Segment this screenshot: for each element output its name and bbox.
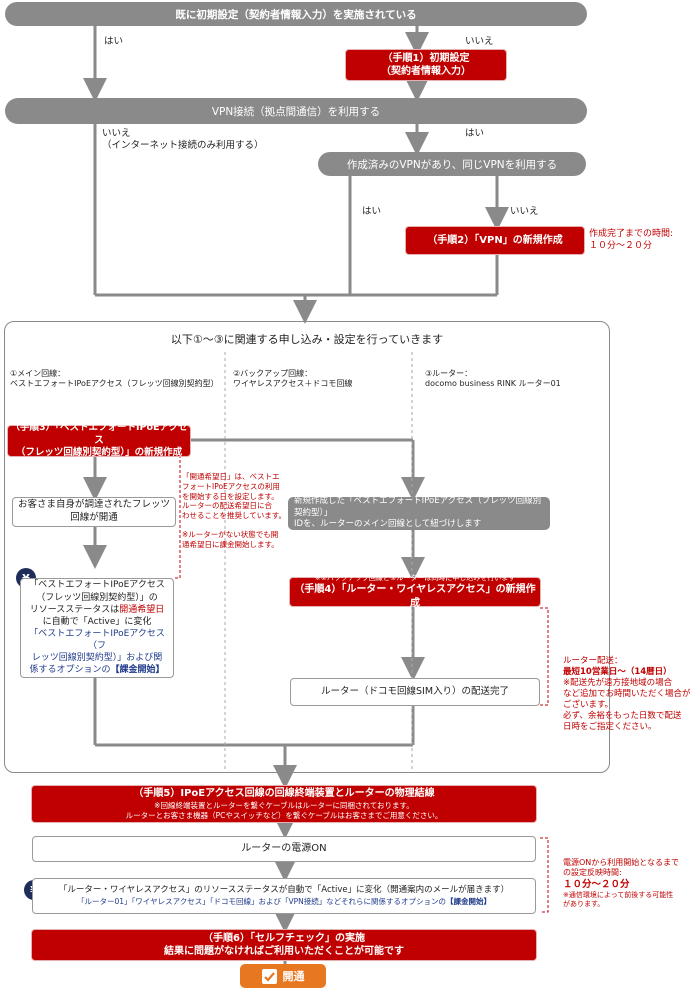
step1-line2: （契約者情報入力）	[381, 66, 471, 77]
question-existing-vpn: 作成済みのVPNがあり、同じVPNを利用する	[318, 152, 586, 176]
delivery-note-line1: ルーター配送：	[563, 656, 623, 666]
router-delivery-text: ルーター（ドコモ回線SIM入り）の配送完了	[320, 685, 510, 697]
step2-text: （手順2）「VPN」の新規作成	[427, 234, 563, 246]
q2-no-label: いいえ （インターネット接続のみ利用する）	[102, 128, 264, 153]
q3-yes-label: はい	[362, 206, 382, 217]
router-delivery-box: ルーター（ドコモ回線SIM入り）の配送完了	[290, 678, 540, 706]
step4-router-wireless-create: ※②バックアップ回線と③ルーターは同時に申し込みを行います （手順4）「ルーター…	[290, 574, 540, 609]
question-vpn-text: VPN接続（拠点間通信）を利用する	[211, 105, 381, 118]
step6-line1: （手順6）「セルフチェック」の実施	[203, 932, 365, 944]
q2-no-line2: （インターネット接続のみ利用する）	[102, 140, 264, 152]
flets-line2: 回線が開通	[70, 512, 118, 523]
step3-note-spacer	[182, 521, 294, 530]
column1-header: ①メイン回線： ベストエフォートIPoEアクセス（フレッツ回線別契約型）	[10, 369, 219, 390]
router-delivery-note: ルーター配送： 最短10営業日～（14暦日） ※配送先が遠方接地域の場合 など追…	[563, 656, 695, 733]
q2-yes-label: はい	[465, 128, 485, 139]
question-initial-setup-text: 既に初期設定（契約者情報入力）を実施されている	[175, 8, 417, 21]
step6-line2: 結果に問題がなければご利用いただくことが可能です	[164, 946, 404, 957]
column2-header-line1: ②バックアップ回線：	[233, 369, 313, 378]
column3-header-line1: ③ルーター：	[425, 369, 473, 378]
active-line2-text: 「ルーター01」「ワイヤレスアクセス」「ドコモ回線」および「VPN接続」などそれ…	[77, 896, 446, 906]
status-line6: レッツ回線別契約型）」および関	[31, 653, 163, 664]
step1-initial-setup: （手順1）初期設定 （契約者情報入力）	[346, 50, 506, 80]
column2-header: ②バックアップ回線： ワイヤレスアクセス＋ドコモ回線	[233, 369, 352, 390]
link-line2: IDを、ルーターのメイン回線として紐づけします	[294, 519, 482, 530]
step2-note-line1: 作成完了までの時間:	[589, 229, 674, 239]
step5-note1: ※回線終端装置とルーターを繋ぐケーブルはルーターに同梱されております。	[154, 800, 414, 810]
column3-header-line2: docomo business RINK ルーター01	[425, 379, 561, 389]
step4-text: （手順4）「ルーター・ワイヤレスアクセス」の新規作成	[294, 584, 536, 609]
step3-note-line5: わせることを推奨しています。	[182, 511, 287, 520]
step3-note-line1: 「開通希望日」は、ベストエ	[182, 472, 280, 481]
step3-note-line3: を開始する日を設定します。	[182, 491, 279, 501]
ipoe-status-box: 「ベストエフォートIPoEアクセス （フレッツ回線別契約型）」の リソースステー…	[20, 578, 174, 678]
step3-line2: （フレッツ回線別契約型）」の新規作成	[15, 447, 183, 459]
step5-physical-connection: （手順5）IPoEアクセス回線の回線終端装置とルーターの物理結線 ※回線終端装置…	[32, 786, 536, 822]
delivery-note-line5: ございます。	[563, 700, 614, 711]
router-power-on-text: ルーターの電源ON	[241, 843, 327, 855]
step1-line1: （手順1）初期設定	[382, 52, 470, 64]
power-note-line1: 電源ONから利用開始となるまで	[563, 858, 680, 867]
checkbox-icon	[261, 968, 277, 984]
power-note-time: １０分～２０分	[563, 878, 630, 890]
activation-complete-text: 開通	[282, 970, 305, 983]
question-existing-vpn-text: 作成済みのVPNがあり、同じVPNを利用する	[346, 158, 558, 171]
step2-note-line2: １０分～２０分	[589, 240, 653, 251]
delivery-note-line6: 必ず、余裕をもった日数で配送	[563, 711, 682, 722]
status-line2: （フレッツ回線別契約型）」の	[36, 592, 158, 603]
step3-ipoe-create: （手順3）「ベストエフォートIPoEアクセス （フレッツ回線別契約型）」の新規作…	[8, 422, 190, 458]
column3-header: ③ルーター： docomo business RINK ルーター01	[425, 369, 561, 390]
step3-open-date-note: 「開通希望日」は、ベストエ フォートIPoEアクセスの利用 を開始する日を設定し…	[182, 472, 294, 549]
q1-no-label: いいえ	[465, 36, 494, 47]
column1-header-line2: ベストエフォートIPoEアクセス（フレッツ回線別契約型）	[10, 379, 219, 389]
step3-note-line2: フォートIPoEアクセスの利用	[182, 481, 280, 491]
step6-self-check: （手順6）「セルフチェック」の実施 結果に問題がなければご利用いただくことが可能…	[32, 930, 536, 960]
q3-no-label: いいえ	[510, 206, 539, 217]
delivery-note-line4: など追加でお時間いただく場合が	[563, 689, 691, 700]
link-line1: 新規作成した「ベストエフォートIPoEアクセス（フレッツ回線別契約型）」	[294, 496, 542, 518]
flets-line1: お客さま自身が調達されたフレッツ	[17, 499, 170, 511]
delivery-note-line7: 日時をご指定ください。	[563, 722, 657, 733]
panel-title: 以下①～③に関連する申し込み・設定を行っていきます	[170, 333, 444, 346]
status-open-date: 開通希望日	[119, 604, 165, 615]
status-line5: 「ベストエフォートIPoEアクセス（フ	[29, 629, 165, 652]
delivery-note-line3: ※配送先が遠方接地域の場合	[563, 678, 673, 689]
active-billing-start: 【課金開始】	[445, 896, 491, 906]
active-line2: 「ルーター01」「ワイヤレスアクセス」「ドコモ回線」および「VPN接続」などそれ…	[77, 897, 491, 907]
power-note-line4: ※通信環境によって前後する可能性	[563, 891, 674, 900]
q1-yes-label: はい	[104, 36, 124, 47]
status-line3-text: リソースステータスは	[29, 604, 120, 615]
column2-header-line2: ワイヤレスアクセス＋ドコモ回線	[233, 379, 353, 389]
delivery-note-line2: 最短10営業日～（14暦日）	[563, 667, 672, 678]
active-line1: 「ルーター・ワイヤレスアクセス」のリソースステータスが自動で「Active」に変…	[58, 885, 510, 896]
status-line7: 係するオプションの【課金開始】	[29, 664, 164, 676]
q2-no-line1: いいえ	[102, 128, 131, 139]
status-line7-text: 係するオプションの	[29, 665, 111, 676]
status-line3: リソースステータスは開通希望日	[30, 604, 165, 616]
link-main-line-box: 新規作成した「ベストエフォートIPoEアクセス（フレッツ回線別契約型）」 IDを…	[288, 496, 550, 530]
power-note-line2: の設定反映時間:	[563, 868, 622, 878]
status-line4: に自動で「Active」に変化	[42, 616, 152, 627]
step3-note-line8: 通希望日に課金開始します。	[182, 539, 279, 549]
power-note-line5: があります。	[563, 900, 605, 909]
steps-panel	[4, 321, 610, 773]
question-vpn: VPN接続（拠点間通信）を利用する	[5, 98, 587, 124]
power-on-note: 電源ONから利用開始となるまで の設定反映時間: １０分～２０分 ※通信環境によ…	[563, 858, 695, 909]
step4-pre-note: ※②バックアップ回線と③ルーターは同時に申し込みを行います	[314, 573, 516, 582]
flets-opened-box: お客さま自身が調達されたフレッツ 回線が開通	[12, 497, 176, 527]
step2-vpn-create: （手順2）「VPN」の新規作成	[406, 227, 584, 254]
step5-text: （手順5）IPoEアクセス回線の回線終端装置とルーターの物理結線	[133, 788, 435, 800]
status-line1: 「ベストエフォートIPoEアクセス	[29, 580, 165, 591]
step3-line1: （手順3）「ベストエフォートIPoEアクセス	[10, 421, 188, 446]
question-initial-setup: 既に初期設定（契約者情報入力）を実施されている	[5, 2, 587, 26]
activation-complete-badge: 開通	[240, 964, 326, 988]
router-power-on-box: ルーターの電源ON	[32, 836, 536, 862]
step3-note-line7: ※ルーターがない状態でも開	[182, 529, 279, 539]
column1-header-line1: ①メイン回線：	[10, 369, 66, 378]
status-billing-start: 【課金開始】	[110, 665, 165, 676]
step5-note2: ルーターとお客さま機器（PCやスイッチなど）を繋ぐケーブルはお客さまでご用意くだ…	[125, 810, 443, 820]
step2-time-note: 作成完了までの時間: １０分～２０分	[589, 229, 673, 252]
step3-note-line4: ルーターの配送希望日に合	[182, 501, 272, 511]
router-active-status-box: 「ルーター・ワイヤレスアクセス」のリソースステータスが自動で「Active」に変…	[32, 878, 536, 914]
